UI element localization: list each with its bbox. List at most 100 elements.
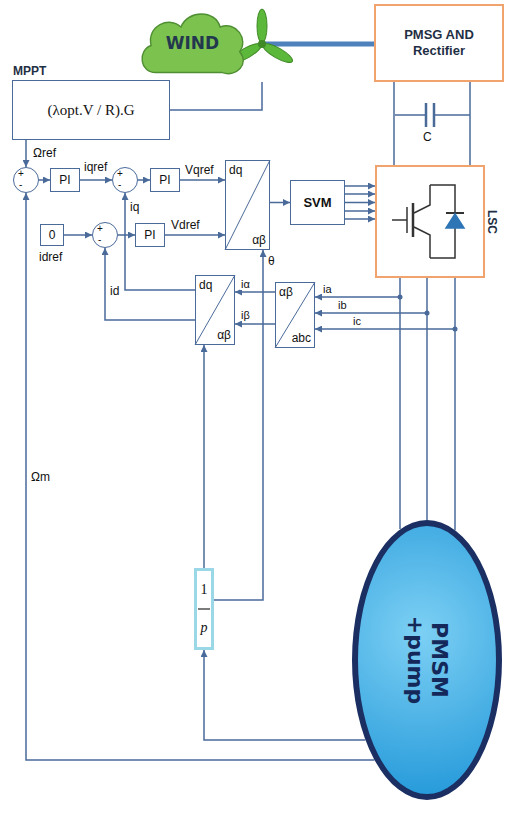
block-label: 0 [49,228,56,242]
signal-connector [204,650,365,740]
gate-signal [345,218,375,220]
frame-label: αβ [279,285,293,299]
signal-connector [118,234,135,236]
igbt-base [412,203,415,237]
signal-label: C [422,130,433,144]
signal-connector [315,278,400,297]
signal-connector [203,345,205,568]
frame-label: abc [292,331,311,345]
wind-cloud: WIND [135,6,250,80]
mppt-text: (λopt.V / R).G [48,102,135,119]
capacitor-lead [395,114,426,116]
sign-label: - [19,180,22,190]
block-label: PI [144,228,155,242]
block-label: PI [159,173,170,187]
diode-lead [430,228,455,258]
capacitor-lead [434,114,470,116]
sign-label: + [18,169,24,179]
junction-dot [453,327,458,332]
signal-label: id [109,284,120,298]
signal-label: Ωref [32,146,57,160]
frame-label: αβ [252,233,266,247]
motor-pump: PMSM +pump [352,520,502,800]
sign-label: + [97,224,103,234]
block-label: SVM [303,195,331,210]
gate-signal [345,185,375,187]
signal-label: iβ [240,309,251,321]
capacitor-plate [433,103,436,127]
transform-diagonal [275,282,315,348]
transform-diagonal [195,275,235,345]
frame-label: dq [199,278,212,292]
signal-connector [393,82,395,165]
dc-bus-wire [469,82,471,165]
current-tap [315,312,427,314]
frame-label: αβ [217,328,231,342]
sign-label: + [117,169,123,179]
signal-connector [270,202,290,204]
signal-label: ib [337,299,348,311]
signal-connector [426,278,428,520]
reference-box: 0 [40,224,64,246]
igbt-emitter [414,227,430,258]
signal-label: iα [240,278,251,290]
fraction-bar [198,608,210,609]
signal-connector [26,193,375,760]
beta-current-wire [235,323,275,325]
diode-lead [430,185,455,213]
signal-label: Vqref [184,163,215,177]
signal-connector [180,179,225,181]
summing-junction: +- [92,222,118,248]
signal-label: Ωm [30,470,51,484]
signal-connector [345,202,375,204]
signal-connector [80,179,112,181]
frame-label: dq [229,163,242,177]
phase-wire [399,297,401,529]
signal-connector [214,250,263,600]
signal-connector [105,248,195,320]
igbt-symbol [392,185,464,258]
sign-label: - [118,180,121,190]
signal-label: iqref [83,160,108,174]
transform-block: dq αβ [225,160,270,250]
signal-label: Vdref [170,218,201,232]
gate-signal [345,210,375,212]
capacitor-plate [425,103,428,127]
wind-speed-wire [170,82,262,110]
wind-turbine [229,9,375,66]
fraction-term: p [201,621,208,635]
signal-connector [25,140,27,167]
transform-diagonal [225,160,270,250]
current-tap [315,328,455,330]
pi-controller: PI [150,168,180,192]
diode-triangle [446,214,464,228]
igbt-gate-lead [392,219,407,221]
integrator-block: 1p [194,568,214,650]
fraction-term: 1 [201,583,208,597]
converter-label: LSC [484,210,500,234]
pi-controller: PI [50,168,80,192]
cloud-outline [142,14,243,74]
generator-box: PMSG AND Rectifier [374,4,504,82]
signal-label: θ [267,254,276,268]
transform-block: αβ abc [275,282,315,348]
wind-label: WIND [166,33,219,53]
turbine-blade [257,9,267,43]
sign-label: - [98,235,101,245]
box-label: PMSG AND Rectifier [380,27,498,58]
turbine-shaft [262,42,375,47]
phase-wire [454,278,456,530]
pi-controller: PI [135,223,165,247]
signal-label: ia [322,283,333,295]
signal-label: iq [129,200,140,214]
block-label: PI [59,173,70,187]
igbt-collector [414,185,430,213]
converter-box: LSC [375,165,485,278]
signal-connector [64,234,92,236]
signal-label: idref [38,250,63,264]
mppt-text: MPPT [13,64,46,78]
signal-connector [138,179,150,181]
mppt-box: MPPT(λopt.V / R).G [12,80,170,140]
signal-label: ic [352,315,362,327]
gate-signal [345,193,375,195]
